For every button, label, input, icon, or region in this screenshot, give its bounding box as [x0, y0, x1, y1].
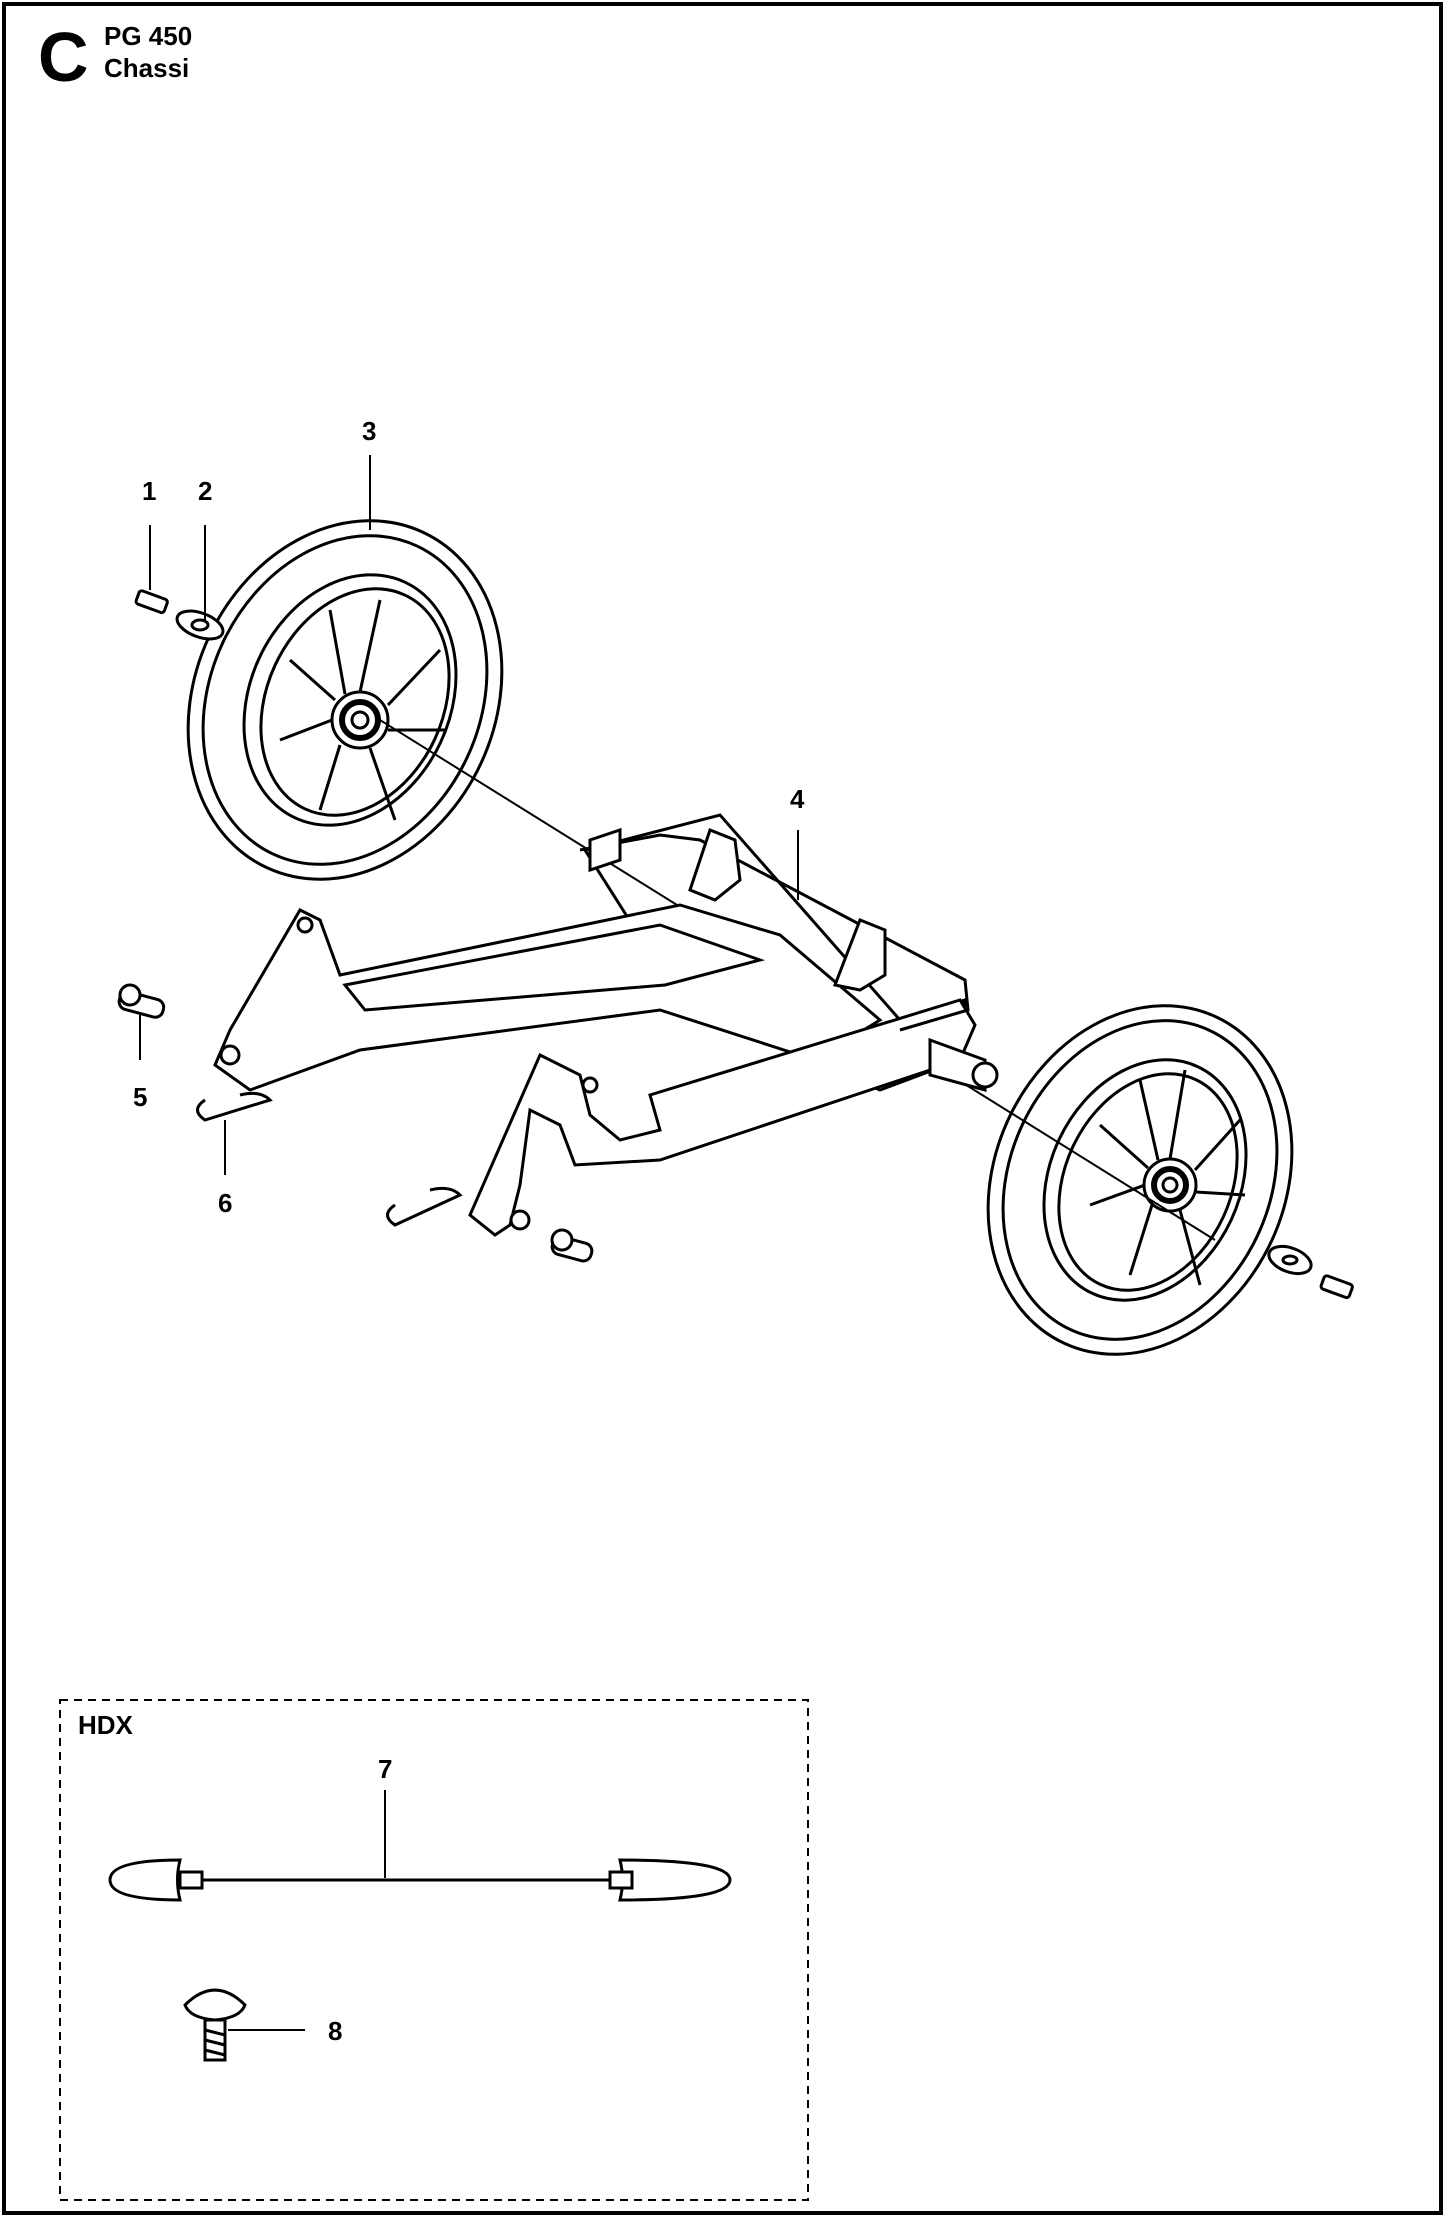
callout-5: 5 [133, 1082, 148, 1112]
callout-6: 6 [218, 1188, 233, 1218]
chassis-frame [213, 813, 999, 1237]
section-letter: C [38, 18, 89, 96]
variant-label: HDX [78, 1710, 133, 1740]
callout-2: 2 [198, 476, 213, 506]
callout-7: 7 [378, 1754, 393, 1784]
callout-8: 8 [328, 2016, 343, 2046]
clevis-pins [117, 983, 594, 1263]
bolt-and-washer-left [134, 589, 225, 641]
model-name: PG 450 [104, 21, 193, 51]
hair-clips [196, 1091, 463, 1227]
left-wheel [186, 519, 504, 881]
right-wheel [986, 1004, 1294, 1356]
bolt-and-washer-right [1267, 1244, 1354, 1300]
callout-4: 4 [790, 784, 805, 814]
leader-lines [139, 455, 799, 1175]
section-title: Chassi [104, 53, 190, 83]
variant-box [59, 1699, 809, 2201]
carriage-bolt [183, 1988, 305, 2062]
callout-3: 3 [362, 416, 377, 446]
wire-cable [108, 1790, 732, 1902]
callout-1: 1 [142, 476, 157, 506]
